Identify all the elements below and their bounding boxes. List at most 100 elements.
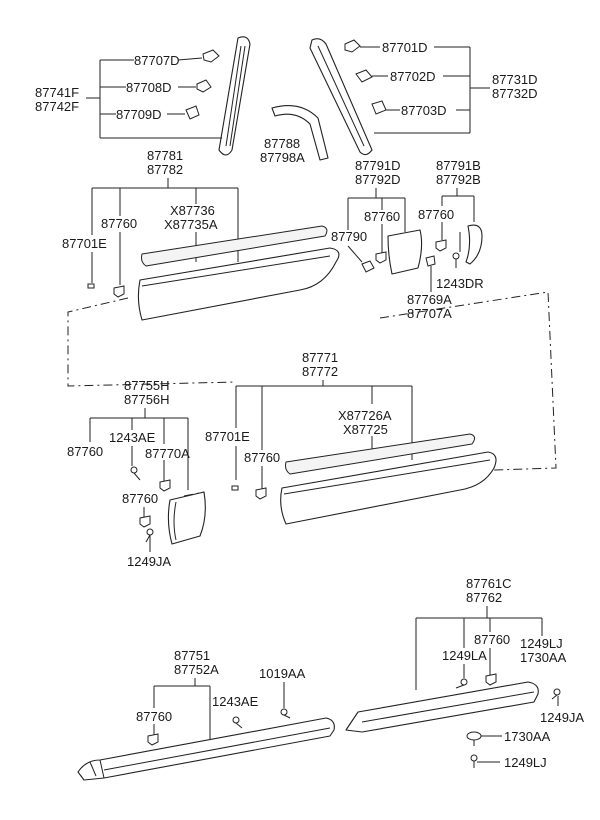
- clip-87702D: [355, 69, 373, 83]
- clip-87760-b: [435, 239, 447, 252]
- clip-87707D: [202, 49, 220, 63]
- clip-87701E-rear: [231, 485, 239, 491]
- label-87760-b: 87760: [418, 207, 454, 222]
- front-door-molding: [137, 225, 340, 321]
- label-1730AA-top: 1730AA: [520, 650, 567, 665]
- label-87742F: 87742F: [35, 99, 79, 114]
- label-87769A: 87769A: [407, 292, 452, 307]
- rear-door-molding: [280, 433, 497, 525]
- label-87772: 87772: [302, 364, 338, 379]
- label-1249JA-right: 1249JA: [540, 710, 584, 725]
- label-X87736: X87736: [170, 203, 215, 218]
- clip-87703D: [371, 100, 387, 115]
- screw-1249LJ: [470, 754, 500, 768]
- side-sill-molding-left: [77, 717, 335, 781]
- leader-87791B: [441, 188, 475, 252]
- label-87771: 87771: [302, 350, 338, 365]
- label-1019AA: 1019AA: [259, 666, 306, 681]
- end-cap-87791D: [387, 229, 423, 275]
- label-87756H: 87756H: [124, 392, 170, 407]
- leader-87761C: [415, 606, 543, 690]
- label-87703D: 87703D: [401, 103, 447, 118]
- label-87708D: 87708D: [126, 80, 172, 95]
- label-1249LA: 1249LA: [442, 648, 487, 663]
- label-87760-left: 87760: [67, 444, 103, 459]
- label-87702D: 87702D: [390, 69, 436, 84]
- screw-1249JA-right: [551, 688, 561, 700]
- label-87782: 87782: [147, 162, 183, 177]
- label-87760-sill-left: 87760: [136, 709, 172, 724]
- leader-87741F: [86, 57, 222, 139]
- label-87755H: 87755H: [124, 378, 170, 393]
- label-87751: 87751: [174, 648, 210, 663]
- label-X87726A: X87726A: [338, 408, 392, 423]
- label-87788: 87788: [264, 136, 300, 151]
- dashed-connectors: [67, 291, 557, 471]
- clip-87709D: [185, 105, 200, 120]
- label-87798A: 87798A: [260, 150, 305, 165]
- clip-87760-rear: [255, 487, 267, 500]
- label-87709D: 87709D: [116, 107, 162, 122]
- clip-1019AA: [280, 708, 291, 719]
- label-87701E-rear-door: 87701E: [205, 429, 250, 444]
- clip-87708D: [196, 79, 212, 93]
- label-87760-front-door: 87760: [101, 216, 137, 231]
- label-87760-rear-door: 87760: [244, 450, 280, 465]
- grommet-1730AA: [466, 731, 502, 746]
- label-87732D: 87732D: [492, 86, 538, 101]
- label-87792D: 87792D: [355, 172, 401, 187]
- label-1243AE-left: 1243AE: [109, 430, 156, 445]
- clip-87701E-front: [87, 283, 95, 289]
- screw-1243AE-sill: [232, 716, 243, 729]
- label-1249LJ-top: 1249LJ: [520, 636, 563, 651]
- leader-87760-end: [143, 507, 151, 552]
- screw-1249LA: [455, 678, 468, 689]
- small-molding-87788: [271, 105, 329, 161]
- label-87792B: 87792B: [436, 172, 481, 187]
- clip-87760-end: [139, 515, 151, 528]
- label-X87725: X87725: [343, 422, 388, 437]
- leader-87771: [235, 380, 413, 490]
- label-87760-end: 87760: [122, 491, 158, 506]
- label-1249JA-left: 1249JA: [127, 554, 171, 569]
- screw-1243DR: [452, 252, 460, 268]
- leader-87755H: [89, 408, 189, 490]
- leader-87791D: [347, 188, 406, 263]
- leader-87751: [153, 678, 211, 742]
- clip-87770A: [159, 479, 171, 492]
- label-X87735A: X87735A: [164, 217, 218, 232]
- clip-87769A: [425, 255, 436, 292]
- label-87791D: 87791D: [355, 158, 401, 173]
- label-87790: 87790: [331, 229, 367, 244]
- leader-87731D: [360, 46, 490, 134]
- label-87707A: 87707A: [407, 306, 452, 321]
- end-cap-87755H: [167, 491, 206, 545]
- side-sill-molding-right: [345, 681, 539, 733]
- label-87762: 87762: [466, 590, 502, 605]
- label-87770A: 87770A: [145, 446, 190, 461]
- end-cap-87791B: [465, 224, 483, 265]
- pillar-molding-front: [218, 36, 251, 156]
- label-87781: 87781: [147, 148, 183, 163]
- clip-87760-sill-left: [147, 733, 159, 746]
- label-87761C: 87761C: [466, 576, 512, 591]
- clip-87790: [361, 260, 375, 273]
- screw-1243AE-left: [130, 466, 141, 481]
- label-87791B: 87791B: [436, 158, 481, 173]
- label-87741F: 87741F: [35, 85, 79, 100]
- label-1249LJ-bottom: 1249LJ: [504, 755, 547, 770]
- clip-87760-front: [113, 285, 125, 298]
- label-87731D: 87731D: [492, 72, 538, 87]
- screw-1249JA-left: [145, 528, 154, 543]
- label-1730AA-bottom: 1730AA: [504, 729, 551, 744]
- label-87760-sill-right: 87760: [474, 632, 510, 647]
- label-87760-d: 87760: [364, 209, 400, 224]
- label-1243AE-sill: 1243AE: [212, 694, 259, 709]
- label-1243DR: 1243DR: [436, 276, 484, 291]
- label-87701D: 87701D: [382, 40, 428, 55]
- label-87707D: 87707D: [134, 53, 180, 68]
- label-87752A: 87752A: [174, 662, 219, 677]
- label-87701E-front-door: 87701E: [62, 236, 107, 251]
- pillar-molding-rear: [309, 38, 373, 156]
